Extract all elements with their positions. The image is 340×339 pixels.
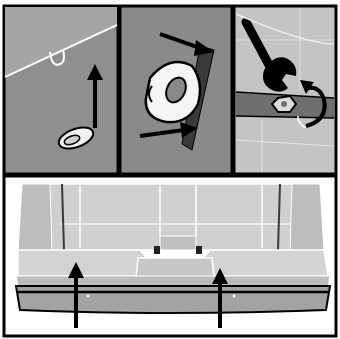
buckle (154, 246, 160, 254)
panel-bolt-removal (234, 6, 336, 174)
buckle (196, 246, 202, 254)
panel-clip-release (120, 6, 232, 174)
panel-clip-location (4, 6, 118, 174)
seat-cushion (16, 250, 330, 313)
panel-seat-cushion-lift (4, 176, 336, 336)
seat-back (18, 184, 324, 254)
